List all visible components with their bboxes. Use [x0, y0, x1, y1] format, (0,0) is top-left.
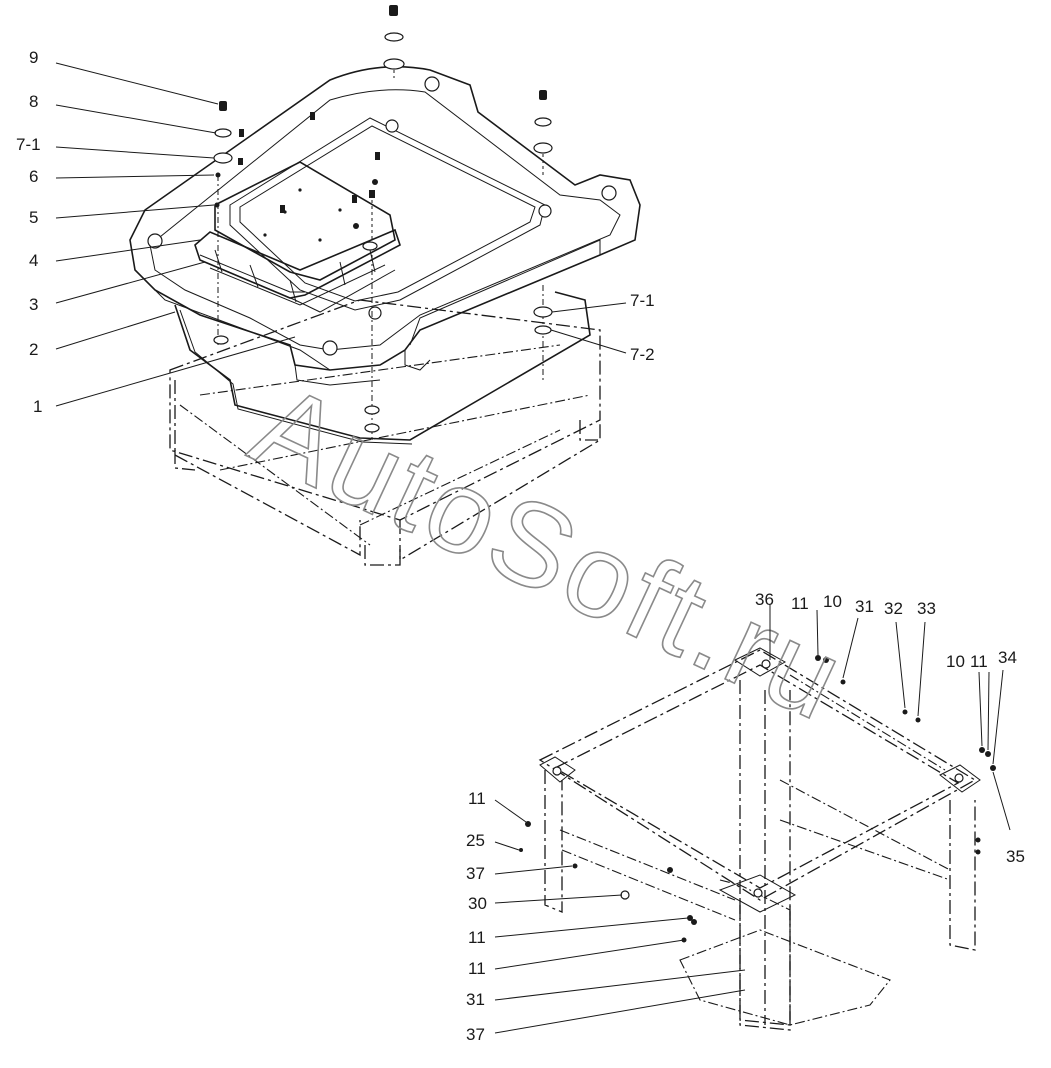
callout-4: 4 [29, 251, 38, 270]
callout-11-top: 11 [791, 594, 809, 613]
callout-32: 32 [884, 599, 903, 618]
callout-11-right: 11 [970, 652, 988, 671]
callout-25: 25 [466, 831, 485, 850]
top-hardware-stack [383, 5, 405, 78]
callout-7-1-left: 7-1 [16, 135, 41, 154]
callout-10-right: 10 [946, 652, 965, 671]
upper-assembly [129, 5, 641, 566]
callout-2: 2 [29, 340, 38, 359]
callout-7-1-right: 7-1 [630, 291, 655, 310]
callout-30: 30 [468, 894, 487, 913]
callout-3: 3 [29, 295, 38, 314]
callout-labels: 9 8 7-1 6 5 4 3 2 1 7-1 7-2 36 11 10 31 … [16, 48, 1025, 1044]
callout-10-top: 10 [823, 592, 842, 611]
callout-5: 5 [29, 208, 38, 227]
callout-37-b: 37 [466, 1025, 485, 1044]
callout-37-a: 37 [466, 864, 485, 883]
callout-1: 1 [33, 397, 42, 416]
left-hardware-stack [213, 101, 244, 345]
callout-7-2: 7-2 [630, 345, 655, 364]
callout-11-a: 11 [468, 789, 486, 808]
leader-lines [55, 62, 1011, 1034]
callout-11-c: 11 [468, 959, 486, 978]
gasket-outline [174, 291, 591, 441]
callout-31-top: 31 [855, 597, 874, 616]
watermark: AutoSoft.ru [234, 359, 865, 747]
callout-33: 33 [917, 599, 936, 618]
callout-35: 35 [1006, 847, 1025, 866]
callout-8: 8 [29, 92, 38, 111]
callout-11-b: 11 [468, 928, 486, 947]
roof-shell [129, 65, 641, 386]
callout-9: 9 [29, 48, 38, 67]
callout-34: 34 [998, 648, 1017, 667]
callout-6: 6 [29, 167, 38, 186]
lower-frame-assembly [519, 647, 996, 1031]
callout-31-bottom: 31 [466, 990, 485, 1009]
callout-36: 36 [755, 590, 774, 609]
right-hardware-stack [533, 90, 553, 380]
lower-support-frame [169, 299, 601, 566]
